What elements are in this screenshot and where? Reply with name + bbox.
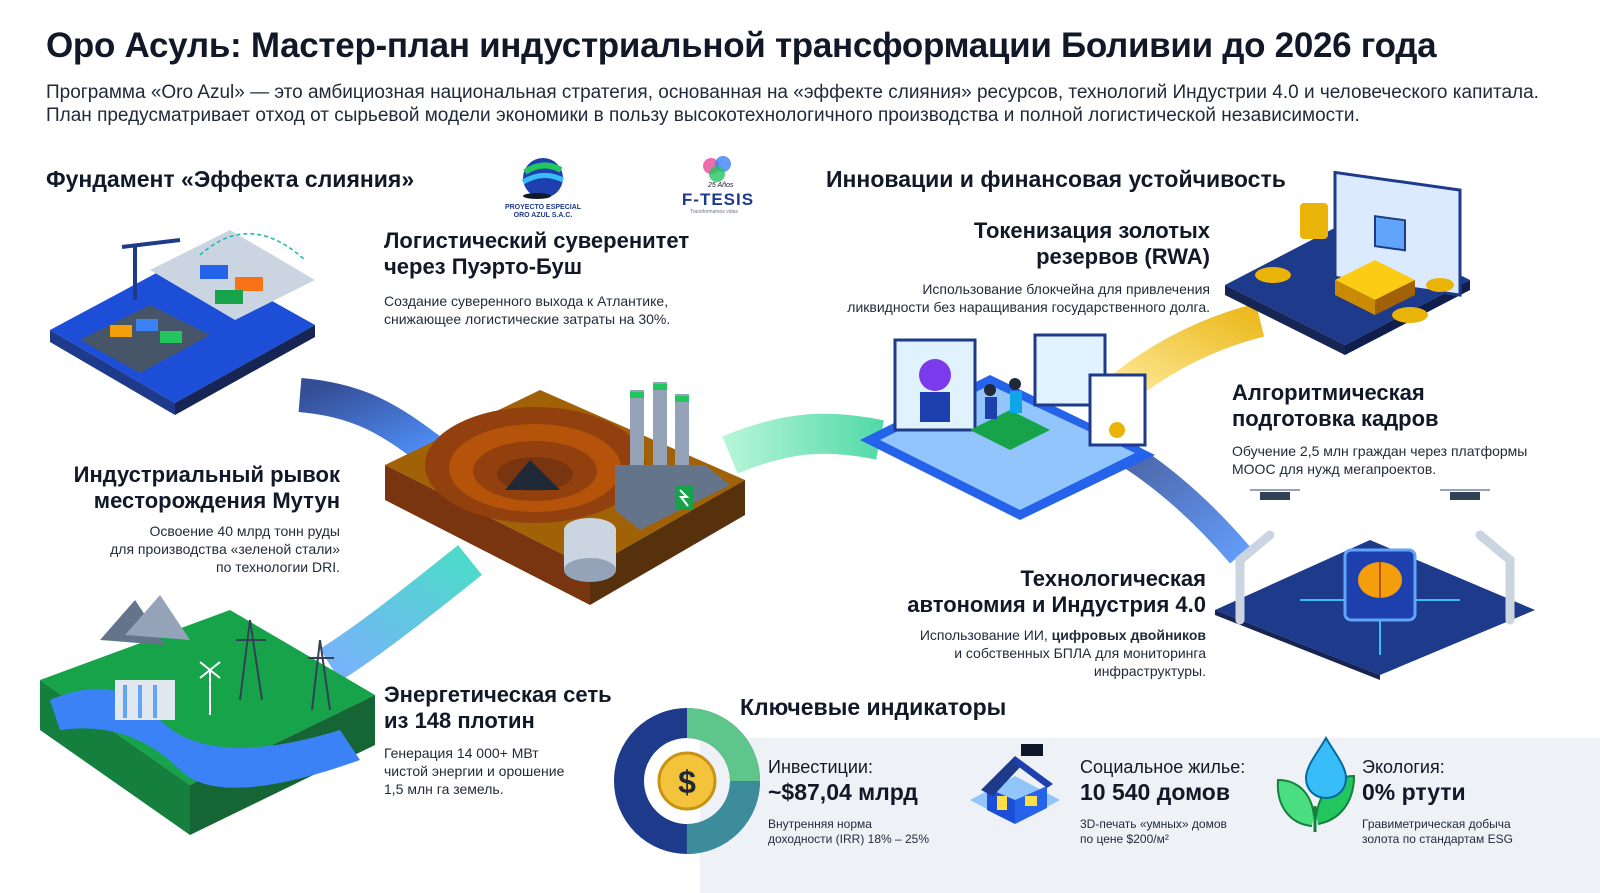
card-autonomy-text-line3: инфраструктуры. — [1093, 663, 1206, 679]
card-energy-title-line2: из 148 плотин — [384, 708, 535, 733]
card-logistics-text-line2: снижающее логистические затраты на 30%. — [384, 311, 671, 327]
card-autonomy-text-line1: Использование ИИ, цифровых двойников — [850, 626, 1206, 644]
donut-segment-teal — [614, 708, 760, 854]
page-subtitle: Программа «Oro Azul» — это амбициозная н… — [46, 82, 1539, 126]
coin-icon — [657, 751, 717, 811]
kpi-investment-note-line1: Внутренняя норма — [768, 817, 872, 831]
ftesis-tagline: Transformamos vidas — [690, 209, 738, 215]
card-energy-title-line1: Энергетическая сеть — [384, 682, 612, 707]
card-training-text-line1: Обучение 2,5 млн граждан через платформы — [1232, 443, 1528, 459]
card-autonomy-text-line1-bold: цифровых двойников — [1051, 627, 1206, 643]
donut-segment-green — [614, 708, 760, 854]
dollar-icon: $ — [678, 764, 696, 800]
flow-mine-to-hub — [722, 413, 884, 474]
mine-steel-plant-illustration — [385, 382, 745, 605]
section-indicators-title: Ключевые индикаторы — [740, 694, 1007, 720]
kpi-panel-background — [700, 738, 1600, 893]
card-energy-text-line3: 1,5 млн га земель. — [384, 781, 504, 797]
card-tokenization-text-line2: ликвидности без наращивания государствен… — [847, 299, 1210, 315]
kpi-investment-value: ~$87,04 млрд — [768, 779, 918, 805]
card-mutun-title-line1: Индустриальный рывок — [73, 462, 340, 487]
ftesis-logo: 25 Años F-TESIS Transformamos vidas — [668, 152, 768, 216]
drone-icon-left — [1250, 489, 1300, 500]
kpi-housing-label: Социальное жилье: — [1080, 757, 1246, 777]
section-innovation-title: Инновации и финансовая устойчивость — [826, 166, 1286, 192]
card-mutun-text-line3: по технологии DRI. — [216, 559, 340, 575]
card-autonomy-title-line1: Технологическая — [1020, 566, 1206, 591]
kpi-ecology-note-line2: золота по стандартам ESG — [1362, 832, 1513, 846]
flow-dam-to-mine — [319, 545, 482, 682]
card-autonomy-title-line2: автономия и Индустрия 4.0 — [907, 592, 1206, 617]
card-training-title-line1: Алгоритмическая — [1232, 380, 1425, 405]
ai-drones-illustration — [1215, 489, 1535, 680]
oro-azul-logo-line2: ORO AZUL S.A.C. — [513, 212, 573, 219]
dams-energy-illustration — [40, 595, 375, 835]
card-tokenization-text-line1: Использование блокчейна для привлечения — [922, 281, 1210, 297]
ftesis-years: 25 Años — [708, 182, 734, 189]
port-illustration — [50, 230, 315, 415]
section-foundation-title: Фундамент «Эффекта слияния» — [46, 166, 415, 192]
oro-azul-logo: PROYECTO ESPECIAL ORO AZUL S.A.C. — [488, 156, 598, 220]
card-tokenization-title-line2: резервов (RWA) — [1036, 244, 1210, 269]
kpi-investment-label: Инвестиции: — [768, 757, 873, 777]
flow-port-to-mine — [298, 378, 441, 464]
card-logistics-text-line1: Создание суверенного выхода к Атлантике, — [384, 293, 669, 309]
card-autonomy-text-line2: и собственных БПЛА для мониторинга — [954, 645, 1206, 661]
card-training-title-line2: подготовка кадров — [1232, 406, 1439, 431]
drone-icon-right — [1440, 489, 1490, 500]
kpi-housing-value: 10 540 домов — [1080, 779, 1230, 805]
card-autonomy-text-line1-pre: Использование ИИ, — [919, 627, 1052, 643]
kpi-housing-note-line2: по цене $200/м² — [1080, 832, 1169, 846]
education-hub-illustration — [860, 333, 1155, 520]
oro-azul-logo-line1: PROYECTO ESPECIAL — [504, 204, 582, 211]
kpi-ecology-value: 0% ртути — [1362, 779, 1466, 805]
card-training-text-line2: MOOC для нужд мегапроектов. — [1232, 461, 1437, 477]
card-logistics-title-line1: Логистический суверенитет — [384, 228, 690, 253]
kpi-investment-note-line2: доходности (IRR) 18% – 25% — [768, 832, 930, 846]
card-energy-text-line1: Генерация 14 000+ МВт — [384, 745, 539, 761]
oro-azul-emblem-icon — [521, 158, 565, 199]
ftesis-name: F-TESIS — [681, 190, 755, 209]
card-tokenization-title-line1: Токенизация золотых — [973, 218, 1210, 243]
kpi-ecology-note-line1: Гравиметрическая добыча — [1362, 817, 1511, 831]
card-mutun-title-line2: месторождения Мутун — [93, 488, 340, 513]
smart-house-icon — [970, 744, 1060, 824]
page-title: Оро Асуль: Мастер-план индустриальной тр… — [46, 26, 1437, 65]
card-energy-text-line2: чистой энергии и орошение — [384, 763, 565, 779]
kpi-ecology-label: Экология: — [1362, 757, 1445, 777]
ftesis-emblem-icon — [703, 156, 731, 182]
kpi-housing-note-line1: 3D-печать «умных» домов — [1080, 817, 1227, 831]
card-mutun-text-line1: Освоение 40 млрд тонн руды — [149, 523, 340, 539]
eco-leaf-water-icon — [1276, 735, 1356, 832]
investment-donut-chart: $ — [614, 708, 760, 854]
card-mutun-text-line2: для производства «зеленой стали» — [110, 541, 340, 557]
card-logistics-title-line2: через Пуэрто-Буш — [384, 254, 583, 279]
gold-blockchain-illustration — [1225, 170, 1470, 355]
